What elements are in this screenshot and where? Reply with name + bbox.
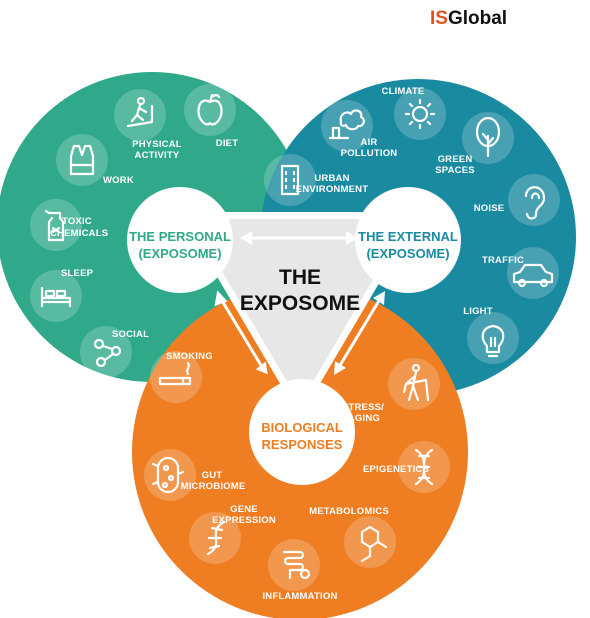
bacteria-icon xyxy=(151,456,185,494)
metabolomics-label: METABOLOMICS xyxy=(309,506,389,517)
factor-climate: CLIMATE xyxy=(382,86,446,140)
work-label: WORK xyxy=(103,175,134,186)
factor-gene-expression: GENE EXPRESSION xyxy=(189,504,276,564)
external-hub-line2: (EXPOSOME) xyxy=(366,246,449,261)
apple-icon xyxy=(197,93,223,126)
gene-expression-line2: EXPRESSION xyxy=(212,515,276,526)
safety-vest-icon xyxy=(69,144,95,176)
logo-suffix: Global xyxy=(448,8,507,29)
intestine-icon xyxy=(282,550,311,580)
air-pollution-line1: AIR xyxy=(361,137,378,148)
car-icon xyxy=(512,263,554,288)
social-label: SOCIAL xyxy=(112,329,149,340)
factor-noise: NOISE xyxy=(474,174,560,226)
factor-diet: DIET xyxy=(184,84,238,149)
factor-smoking: SMOKING xyxy=(150,351,213,403)
climate-label: CLIMATE xyxy=(382,86,425,97)
factor-physical-activity: PHYSICAL ACTIVITY xyxy=(114,89,182,161)
bed-icon xyxy=(40,286,72,308)
arrow-personal-external xyxy=(240,231,358,245)
dna-strand-icon xyxy=(206,520,226,556)
factor-inflammation: INFLAMMATION xyxy=(262,539,337,602)
traffic-label: TRAFFIC xyxy=(482,255,524,266)
center-title-line2: EXPOSOME xyxy=(240,292,360,315)
social-network-icon xyxy=(93,338,122,368)
lightbulb-icon xyxy=(481,324,505,358)
gut-microbiome-line1: GUT xyxy=(202,470,223,481)
arrow-personal-biological xyxy=(214,290,268,375)
personal-hub xyxy=(127,187,233,293)
diet-label: DIET xyxy=(216,138,238,149)
center-title-line1: THE xyxy=(279,266,321,289)
smoking-label: SMOKING xyxy=(166,351,213,362)
factor-gut-microbiome: GUT MICROBIOME xyxy=(144,449,245,501)
cigarette-icon xyxy=(158,361,192,386)
stress-aging-line2: AGING xyxy=(348,413,380,424)
biological-hub-line2: RESPONSES xyxy=(262,437,343,452)
gene-expression-line1: GENE xyxy=(230,504,258,515)
noise-label: NOISE xyxy=(474,203,505,214)
biological-hub-line1: BIOLOGICAL xyxy=(261,420,343,435)
dna-icon xyxy=(414,448,434,486)
ear-icon xyxy=(524,186,546,220)
sun-icon xyxy=(404,98,436,130)
factor-stress-aging: STRESS/ AGING xyxy=(342,358,440,424)
factor-epigenetics: EPIGENETICS xyxy=(363,441,450,493)
factor-work: WORK xyxy=(56,134,134,186)
tree-icon xyxy=(475,116,501,158)
factor-urban-environment: URBAN ENVIRONMENT xyxy=(264,154,368,206)
factor-social: SOCIAL xyxy=(80,326,149,378)
logo-prefix: IS xyxy=(430,8,448,29)
inflammation-label: INFLAMMATION xyxy=(262,591,337,602)
urban-environment-line2: ENVIRONMENT xyxy=(296,184,368,195)
biological-hub xyxy=(249,379,355,485)
factor-green-spaces: GREEN SPACES xyxy=(435,112,514,176)
arrow-external-biological xyxy=(334,291,385,375)
sleep-label: SLEEP xyxy=(61,268,94,279)
stress-aging-line1: STRESS/ xyxy=(342,402,384,413)
green-spaces-line1: GREEN xyxy=(438,154,473,165)
toxic-chemicals-line1: TOXIC xyxy=(62,216,92,227)
physical-activity-line2: ACTIVITY xyxy=(135,150,180,161)
gut-microbiome-line2: MICROBIOME xyxy=(181,481,246,492)
molecule-icon xyxy=(360,525,388,563)
elderly-walker-icon xyxy=(402,363,430,402)
physical-activity-line1: PHYSICAL xyxy=(132,139,182,150)
personal-hub-line1: THE PERSONAL xyxy=(129,229,231,244)
personal-hub-line2: (EXPOSOME) xyxy=(138,246,221,261)
spray-bottle-icon xyxy=(44,209,65,242)
light-label: LIGHT xyxy=(463,306,493,317)
toxic-chemicals-line2: CHEMICALS xyxy=(50,228,108,239)
external-hub xyxy=(355,187,461,293)
factor-traffic: TRAFFIC xyxy=(482,247,559,299)
building-icon xyxy=(280,164,300,196)
urban-environment-line1: URBAN xyxy=(314,173,349,184)
factor-toxic-chemicals: TOXIC CHEMICALS xyxy=(30,199,108,251)
air-pollution-line2: POLLUTION xyxy=(341,148,398,159)
green-spaces-line2: SPACES xyxy=(435,165,475,176)
treadmill-icon xyxy=(126,96,154,128)
smoke-icon xyxy=(328,109,365,140)
factor-sleep: SLEEP xyxy=(30,268,94,322)
external-hub-line1: THE EXTERNAL xyxy=(358,229,458,244)
center-triangle-fill xyxy=(201,219,399,391)
factor-air-pollution: AIR POLLUTION xyxy=(321,100,397,159)
factor-metabolomics: METABOLOMICS xyxy=(309,506,396,568)
isglobal-logo: ISGlobal xyxy=(430,8,507,29)
epigenetics-label: EPIGENETICS xyxy=(363,464,429,475)
factor-light: LIGHT xyxy=(463,306,519,364)
